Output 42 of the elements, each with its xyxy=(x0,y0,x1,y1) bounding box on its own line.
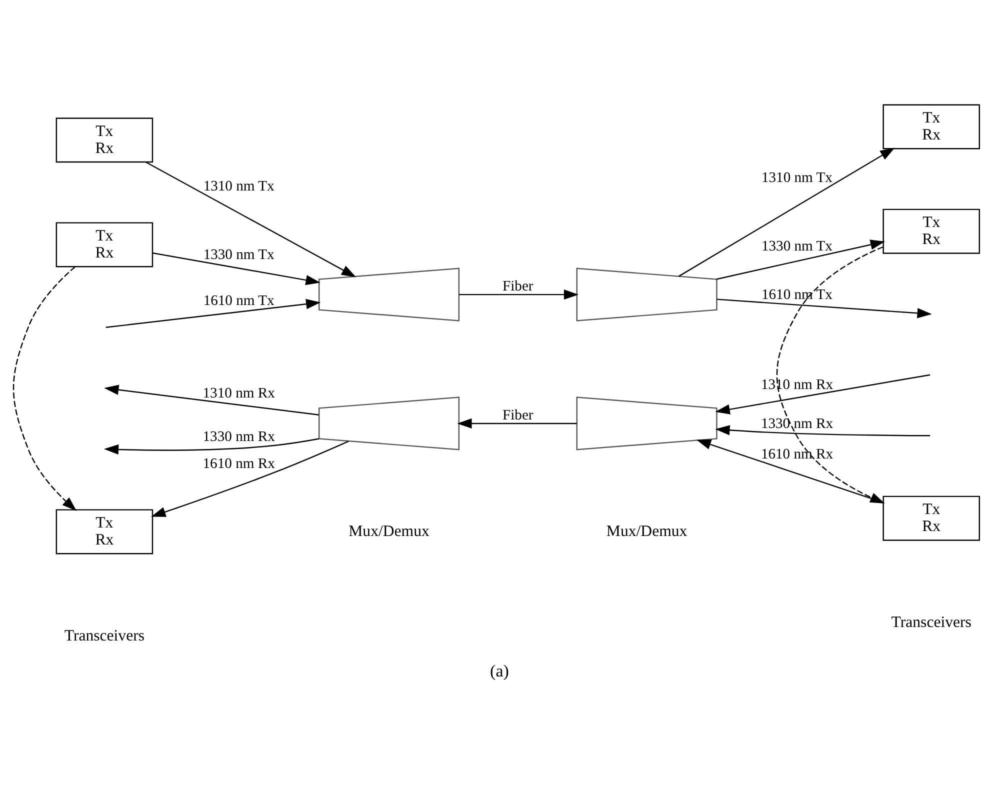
caption: (a) xyxy=(490,662,509,681)
node-trapezoid xyxy=(576,268,718,322)
arrow xyxy=(678,148,895,277)
label: Transceivers xyxy=(64,627,145,644)
arrow xyxy=(104,438,320,455)
arrow xyxy=(459,289,579,300)
arrow xyxy=(715,374,930,414)
edge-label: 1310 nm Rx xyxy=(760,376,834,393)
edge-label: 1310 nm Tx xyxy=(203,178,274,195)
edge-label: 1610 nm Rx xyxy=(760,446,834,462)
arrow xyxy=(716,240,886,280)
edge-label: 1330 nm Tx xyxy=(761,238,832,254)
arrow xyxy=(146,162,356,278)
arrow xyxy=(104,384,319,416)
arrow xyxy=(12,266,77,511)
edge-label: 1310 nm Tx xyxy=(761,170,832,186)
arrow xyxy=(717,298,932,318)
edge-label: 1310 nm Rx xyxy=(202,385,275,402)
label: Mux/Demux xyxy=(348,522,430,540)
arrow xyxy=(457,418,577,429)
label: Mux/Demux xyxy=(606,522,688,540)
arrow xyxy=(152,252,320,286)
edge-label: Fiber xyxy=(502,407,534,424)
arrow xyxy=(106,299,321,328)
node-trapezoid xyxy=(318,268,460,322)
node-box: Tx Rx xyxy=(882,496,980,541)
node-box: Tx Rx xyxy=(56,118,154,163)
edge-label: Fiber xyxy=(502,278,534,294)
arrow xyxy=(715,425,930,436)
edge-label: 1330 nm Tx xyxy=(203,246,274,263)
label: Transceivers xyxy=(891,614,972,632)
node-box: Tx Rx xyxy=(56,509,154,554)
arrow xyxy=(151,440,349,517)
node-trapezoid xyxy=(318,396,460,450)
edge-label: 1610 nm Tx xyxy=(761,286,832,303)
node-box: Tx Rx xyxy=(882,208,980,254)
edge-label: 1610 nm Tx xyxy=(203,293,274,310)
edge-label: 1330 nm Rx xyxy=(760,416,834,432)
edge-label: 1610 nm Rx xyxy=(202,456,275,472)
node-box: Tx Rx xyxy=(56,222,154,268)
edge-label: 1330 nm Rx xyxy=(202,429,275,446)
node-box: Tx Rx xyxy=(882,104,980,150)
